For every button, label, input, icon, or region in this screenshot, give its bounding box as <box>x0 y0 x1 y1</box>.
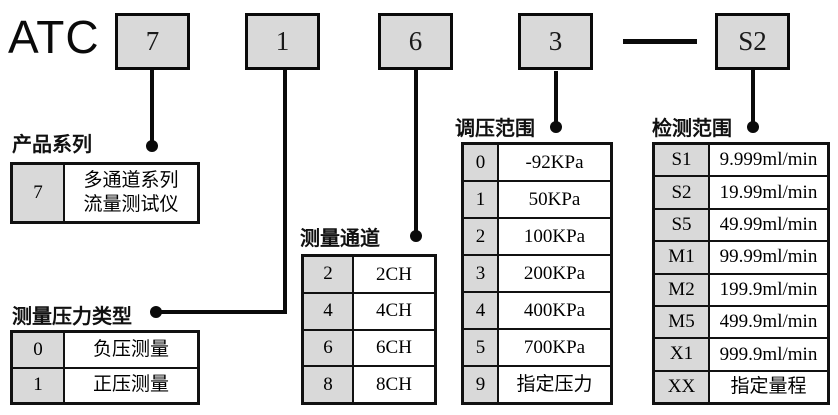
row-description-cell: 指定压力 <box>516 373 593 395</box>
row-code-cell: S2 <box>655 177 710 208</box>
row-code-cell: S5 <box>655 209 710 241</box>
row-code-cell: 0 <box>464 145 499 180</box>
table-row: X1 999.9ml/min <box>655 337 827 370</box>
row-code-cell: 1 <box>13 368 65 402</box>
row-description-cell: 正压测量 <box>92 374 169 396</box>
section-title-detection-range: 检测范围 <box>652 118 732 140</box>
row-description-cell: 19.99ml/min <box>719 181 818 203</box>
row-description-cell: 6CH <box>376 337 412 358</box>
row-description-cell: 8CH <box>376 373 412 395</box>
table-row: M2 199.9ml/min <box>655 272 827 305</box>
row-description-cell: 199.9ml/min <box>719 278 818 300</box>
pressure-type-table: 0 负压测量 1 正压测量 <box>10 330 200 405</box>
code-segment-channels: 6 <box>378 13 453 70</box>
row-code-cell: 6 <box>304 330 354 366</box>
section-title-pressure-type: 测量压力类型 <box>12 306 132 328</box>
row-code-cell: 2 <box>304 257 354 292</box>
table-row: 3 200KPa <box>464 254 610 291</box>
connector-pressure-range-dot <box>550 121 562 133</box>
table-row: 7 多通道系列 流量测试仪 <box>13 165 197 221</box>
connector-channels-line <box>414 70 418 232</box>
table-row: 5 700KPa <box>464 328 610 365</box>
table-row: S2 19.99ml/min <box>655 175 827 208</box>
connector-pressure-range-line <box>554 71 558 123</box>
table-row: 0 负压测量 <box>13 333 197 367</box>
row-code-cell: 2 <box>464 219 499 254</box>
row-code-cell: XX <box>655 371 710 402</box>
row-description-cell: 4CH <box>376 300 412 322</box>
section-title-series: 产品系列 <box>12 134 92 156</box>
row-code-cell: S1 <box>655 145 710 176</box>
code-separator-dash <box>623 39 697 44</box>
connector-channels-dot <box>410 230 422 242</box>
connector-pressure-type-vline <box>283 70 287 314</box>
row-description-cell: 400KPa <box>523 299 586 321</box>
connector-pressure-type-hline <box>160 310 287 314</box>
code-segment-pressure-type: 1 <box>245 13 320 70</box>
row-code-cell: M5 <box>655 306 710 338</box>
row-code-cell: 7 <box>13 165 65 221</box>
row-code-cell: M1 <box>655 242 710 273</box>
row-description-cell: 9.999ml/min <box>719 149 818 171</box>
model-prefix: ATC <box>8 11 100 63</box>
table-row: M5 499.9ml/min <box>655 304 827 338</box>
row-code-cell: 9 <box>464 367 499 402</box>
row-description-cell: 指定量程 <box>730 375 807 397</box>
section-title-pressure-range: 调压范围 <box>455 118 535 140</box>
row-code-cell: 4 <box>304 293 354 329</box>
table-row: 6 6CH <box>304 328 434 366</box>
row-description-cell: 100KPa <box>523 225 586 247</box>
row-code-cell: X1 <box>655 339 710 370</box>
pressure-range-table: 0 -92KPa 1 50KPa 2 100KPa 3 200KPa 4 400KPa 5 700KP… <box>461 142 613 405</box>
row-code-cell: 8 <box>304 367 354 402</box>
connector-series-dot <box>146 140 158 152</box>
row-description-cell: 999.9ml/min <box>719 343 818 365</box>
row-description-cell: 49.99ml/min <box>719 214 818 236</box>
row-code-cell: 0 <box>13 333 65 367</box>
row-description-cell: -92KPa <box>525 151 584 173</box>
row-description-cell: 负压测量 <box>92 338 169 360</box>
connector-series-line <box>150 70 154 142</box>
table-row: 0 -92KPa <box>464 145 610 180</box>
row-description-cell: 50KPa <box>528 188 581 210</box>
section-title-channels: 测量通道 <box>300 228 380 250</box>
code-segment-detection-range: S2 <box>715 13 790 70</box>
table-row: 4 400KPa <box>464 291 610 328</box>
table-row: S5 49.99ml/min <box>655 207 827 241</box>
table-row: S1 9.999ml/min <box>655 145 827 176</box>
table-row: 2 100KPa <box>464 217 610 254</box>
row-description-cell: 多通道系列 流量测试仪 <box>83 170 179 215</box>
channels-table: 2 2CH 4 4CH 6 6CH 8 8CH <box>301 254 437 405</box>
row-code-cell: 1 <box>464 182 499 217</box>
series-table: 7 多通道系列 流量测试仪 <box>10 162 200 224</box>
table-row: 4 4CH <box>304 291 434 329</box>
row-description-cell: 499.9ml/min <box>719 311 818 333</box>
connector-detection-range-dot <box>747 121 759 133</box>
table-row: 2 2CH <box>304 257 434 292</box>
connector-detection-range-line <box>751 70 755 123</box>
table-row: XX 指定量程 <box>655 369 827 402</box>
table-row: 1 50KPa <box>464 180 610 217</box>
table-row: 8 8CH <box>304 365 434 402</box>
row-code-cell: 3 <box>464 256 499 291</box>
table-row: 1 正压测量 <box>13 366 197 402</box>
table-row: M1 99.99ml/min <box>655 240 827 273</box>
row-code-cell: M2 <box>655 274 710 305</box>
row-description-cell: 200KPa <box>523 262 586 284</box>
row-description-cell: 99.99ml/min <box>719 246 818 268</box>
row-description-cell: 2CH <box>376 263 412 285</box>
row-description-cell: 700KPa <box>523 336 586 358</box>
row-code-cell: 5 <box>464 330 499 365</box>
code-segment-series: 7 <box>115 13 190 70</box>
table-row: 9 指定压力 <box>464 365 610 402</box>
connector-pressure-type-dot <box>150 306 162 318</box>
row-code-cell: 4 <box>464 293 499 328</box>
code-segment-pressure-range: 3 <box>518 13 593 70</box>
